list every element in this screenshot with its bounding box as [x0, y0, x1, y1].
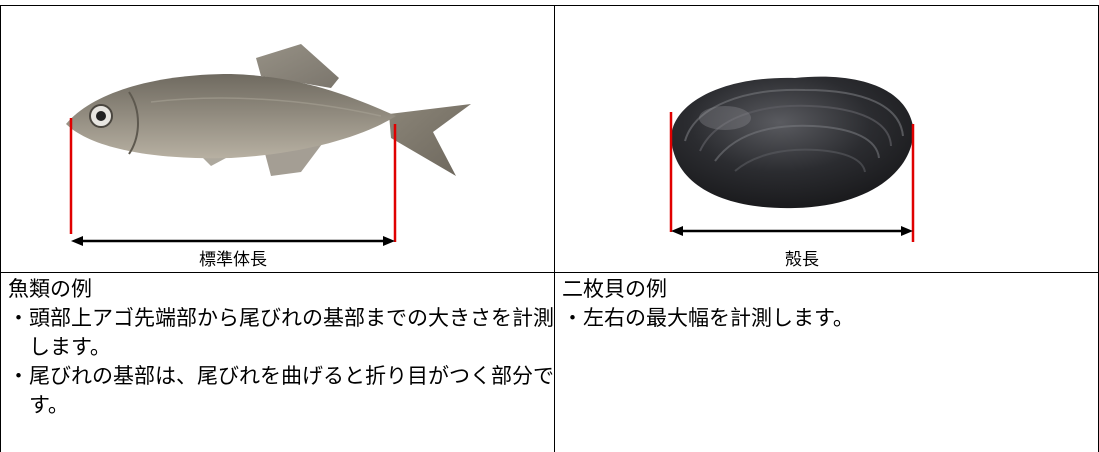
clam-bullet-1: ・左右の最大幅を計測します。: [562, 306, 854, 330]
fish-description: 魚類の例 ・頭部上アゴ先端部から尾びれの基部までの大きさを計測します。 ・尾びれ…: [1, 275, 554, 452]
fish-image-cell: 標準体長: [1, 6, 554, 272]
fish-caption: 標準体長: [199, 250, 267, 270]
fish-bullet-1: ・頭部上アゴ先端部から尾びれの基部までの大きさを計測します。: [8, 306, 554, 359]
fish-heading: 魚類の例: [8, 277, 92, 301]
clam-photo: [669, 76, 915, 242]
fish-photo: [66, 44, 471, 246]
fish-body: [66, 74, 396, 159]
table-row-divider: [0, 272, 1099, 273]
clam-description: 二枚貝の例 ・左右の最大幅を計測します。: [555, 275, 1098, 452]
clam-image-cell: 殻長: [555, 6, 1098, 272]
table-top-border: [0, 5, 1099, 6]
tail-fin: [389, 104, 471, 176]
fish-bullet-2: ・尾びれの基部は、尾びれを曲げると折り目がつく部分です。: [8, 364, 554, 417]
clam-caption: 殻長: [785, 250, 819, 270]
table-left-border: [0, 5, 1, 452]
clam-shell: [671, 76, 914, 209]
clam-heading: 二枚貝の例: [562, 277, 667, 301]
table-column-divider: [554, 5, 555, 452]
dorsal-fin: [256, 44, 339, 88]
